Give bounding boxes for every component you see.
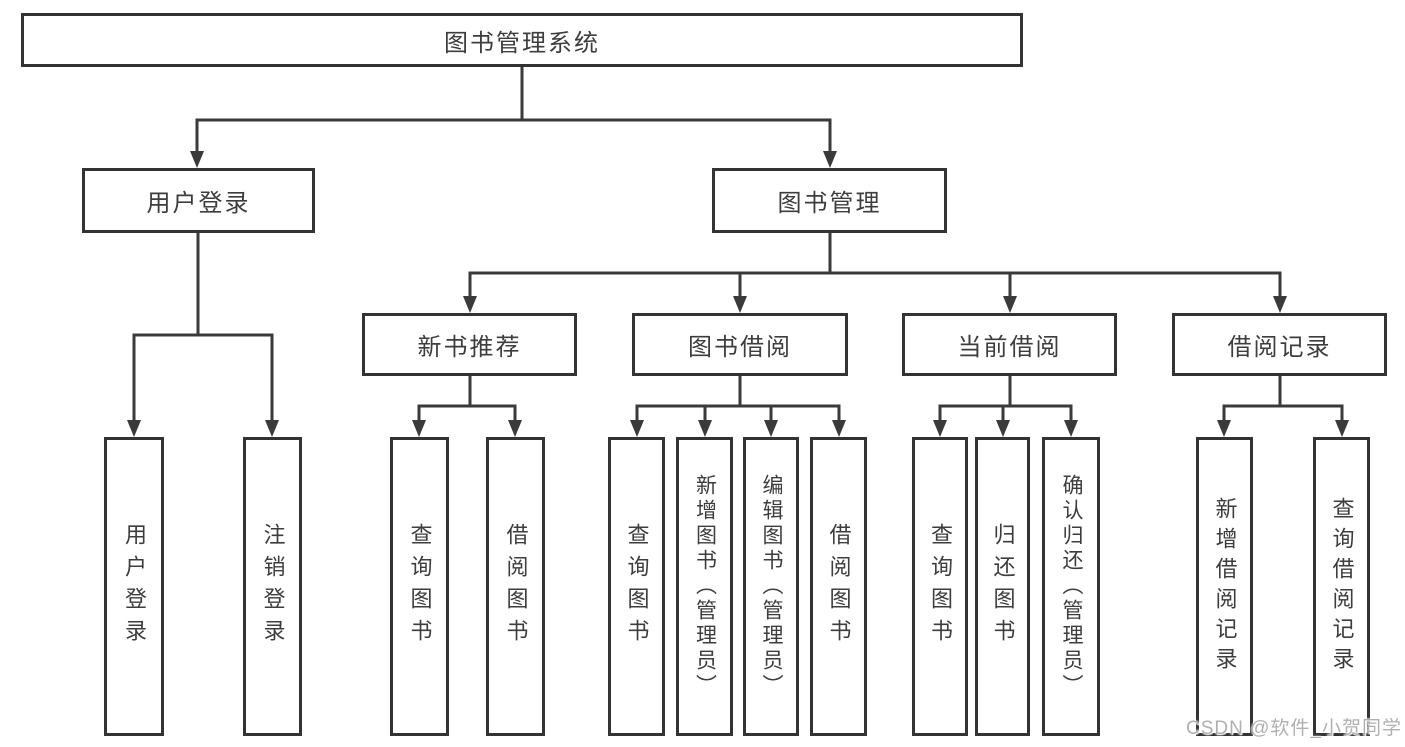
leaf-query-book-3: 查询图书 [912, 437, 968, 736]
leaf-borrow-book-1-label: 借阅图书 [503, 522, 529, 651]
leaf-return-book: 归还图书 [975, 437, 1030, 736]
arrowheads [127, 151, 1349, 437]
leaf-query-book-3-label: 查询图书 [928, 522, 953, 651]
node-root: 图书管理系统 [21, 13, 1023, 67]
leaf-add-book-admin-label: 新增图书（管理员） [693, 474, 717, 699]
leaf-add-borrow-record-label: 新增借阅记录 [1212, 496, 1238, 677]
leaf-add-book-admin: 新增图书（管理员） [676, 437, 733, 736]
leaf-query-borrow-record: 查询借阅记录 [1313, 437, 1370, 736]
node-new-book-recommend: 新书推荐 [362, 313, 577, 376]
node-book-borrow: 图书借阅 [632, 313, 848, 376]
leaf-edit-book-admin: 编辑图书（管理员） [743, 437, 799, 736]
leaf-logout: 注销登录 [243, 437, 302, 736]
leaf-borrow-book-2-label: 借阅图书 [826, 522, 852, 651]
leaf-edit-book-admin-label: 编辑图书（管理员） [760, 474, 783, 699]
node-book-management: 图书管理 [712, 168, 947, 233]
node-user-login-label: 用户登录 [146, 190, 251, 217]
node-book-borrow-label: 图书借阅 [688, 334, 792, 361]
leaf-query-borrow-record-label: 查询借阅记录 [1329, 496, 1355, 677]
node-borrow-records: 借阅记录 [1172, 313, 1387, 376]
node-current-borrow-label: 当前借阅 [957, 334, 1062, 361]
node-borrow-records-label: 借阅记录 [1227, 334, 1332, 361]
leaf-return-book-label: 归还图书 [990, 522, 1016, 651]
node-current-borrow: 当前借阅 [902, 313, 1117, 376]
leaf-query-book-2-label: 查询图书 [624, 522, 650, 651]
leaf-query-book-1: 查询图书 [390, 437, 449, 736]
node-root-label: 图书管理系统 [444, 29, 600, 57]
leaf-confirm-return-admin: 确认归还（管理员） [1042, 437, 1100, 736]
leaf-query-book-1-label: 查询图书 [407, 522, 433, 651]
leaf-logout-label: 注销登录 [260, 522, 286, 651]
leaf-add-borrow-record: 新增借阅记录 [1196, 437, 1253, 736]
leaf-borrow-book-1: 借阅图书 [486, 437, 545, 736]
node-user-login: 用户登录 [82, 168, 315, 233]
leaf-user-login-label: 用户登录 [122, 522, 147, 651]
leaf-query-book-2: 查询图书 [608, 437, 665, 736]
leaf-borrow-book-2: 借阅图书 [810, 437, 867, 736]
leaf-confirm-return-admin-label: 确认归还（管理员） [1060, 474, 1083, 699]
node-book-management-label: 图书管理 [777, 190, 882, 217]
node-new-book-recommend-label: 新书推荐 [417, 334, 522, 361]
leaf-user-login: 用户登录 [104, 437, 164, 736]
csdn-watermark: CSDN @软件_小贺同学 [1186, 718, 1402, 739]
